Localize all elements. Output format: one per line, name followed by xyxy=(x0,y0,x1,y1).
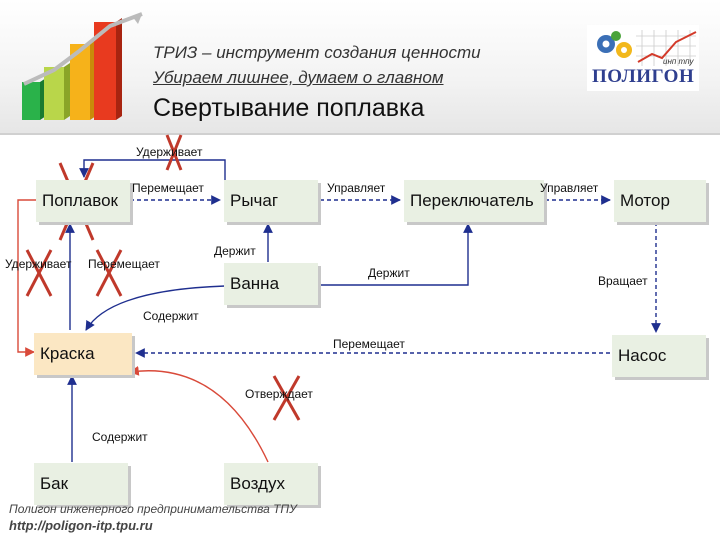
label-contains-tank: Содержит xyxy=(92,430,148,444)
label-holds-switch: Держит xyxy=(368,266,410,280)
edge-air-paint xyxy=(129,365,269,463)
label-hardens: Отверждает xyxy=(245,387,313,401)
label-moves-left: Перемещает xyxy=(88,257,160,271)
node-tank: Бак xyxy=(34,463,128,505)
node-float: Поплавок xyxy=(36,180,130,222)
node-lever: Рычаг xyxy=(224,180,318,222)
subtitle-line-2: Убираем лишнее, думаем о главном xyxy=(153,68,444,87)
label-moves-pump: Перемещает xyxy=(333,337,405,351)
bar-chart-icon xyxy=(22,12,143,120)
node-pump: Насос xyxy=(612,335,706,377)
footer-organization: Полигон инженерного предпринимательства … xyxy=(9,502,297,516)
label-holds-left: Удерживает xyxy=(5,257,72,271)
edge-bath-switch xyxy=(320,223,473,286)
cross-mark xyxy=(95,249,123,297)
gear-icon xyxy=(597,30,697,66)
node-bath: Ванна xyxy=(224,263,318,305)
logo-text: ПОЛИГОН xyxy=(592,66,695,87)
cross-mark xyxy=(272,375,301,421)
page-title: Свертывание поплавка xyxy=(153,94,425,122)
label-holds-bath: Держит xyxy=(214,244,256,258)
node-air: Воздух xyxy=(224,463,318,505)
node-motor: Мотор xyxy=(614,180,706,222)
subtitle-line-1: ТРИЗ – инструмент создания ценности xyxy=(153,43,481,62)
label-controls-2: Управляет xyxy=(540,181,599,195)
label-moves-lever: Перемещает xyxy=(132,181,204,195)
node-paint: Краска xyxy=(34,333,132,375)
label-rotates: Вращает xyxy=(598,274,648,288)
header-divider xyxy=(0,133,720,135)
edge-bath-paint xyxy=(85,285,226,331)
cross-mark xyxy=(165,134,183,171)
label-holds-top: Удерживает xyxy=(136,145,203,159)
label-contains-bath: Содержит xyxy=(143,309,199,323)
footer-url[interactable]: http://poligon-itp.tpu.ru xyxy=(9,518,153,533)
edge-float-paint xyxy=(17,199,36,357)
node-switch: Переключатель xyxy=(404,180,544,222)
cross-mark xyxy=(25,249,53,297)
logo-caption: инп тпу xyxy=(663,57,694,66)
label-controls-1: Управляет xyxy=(327,181,386,195)
